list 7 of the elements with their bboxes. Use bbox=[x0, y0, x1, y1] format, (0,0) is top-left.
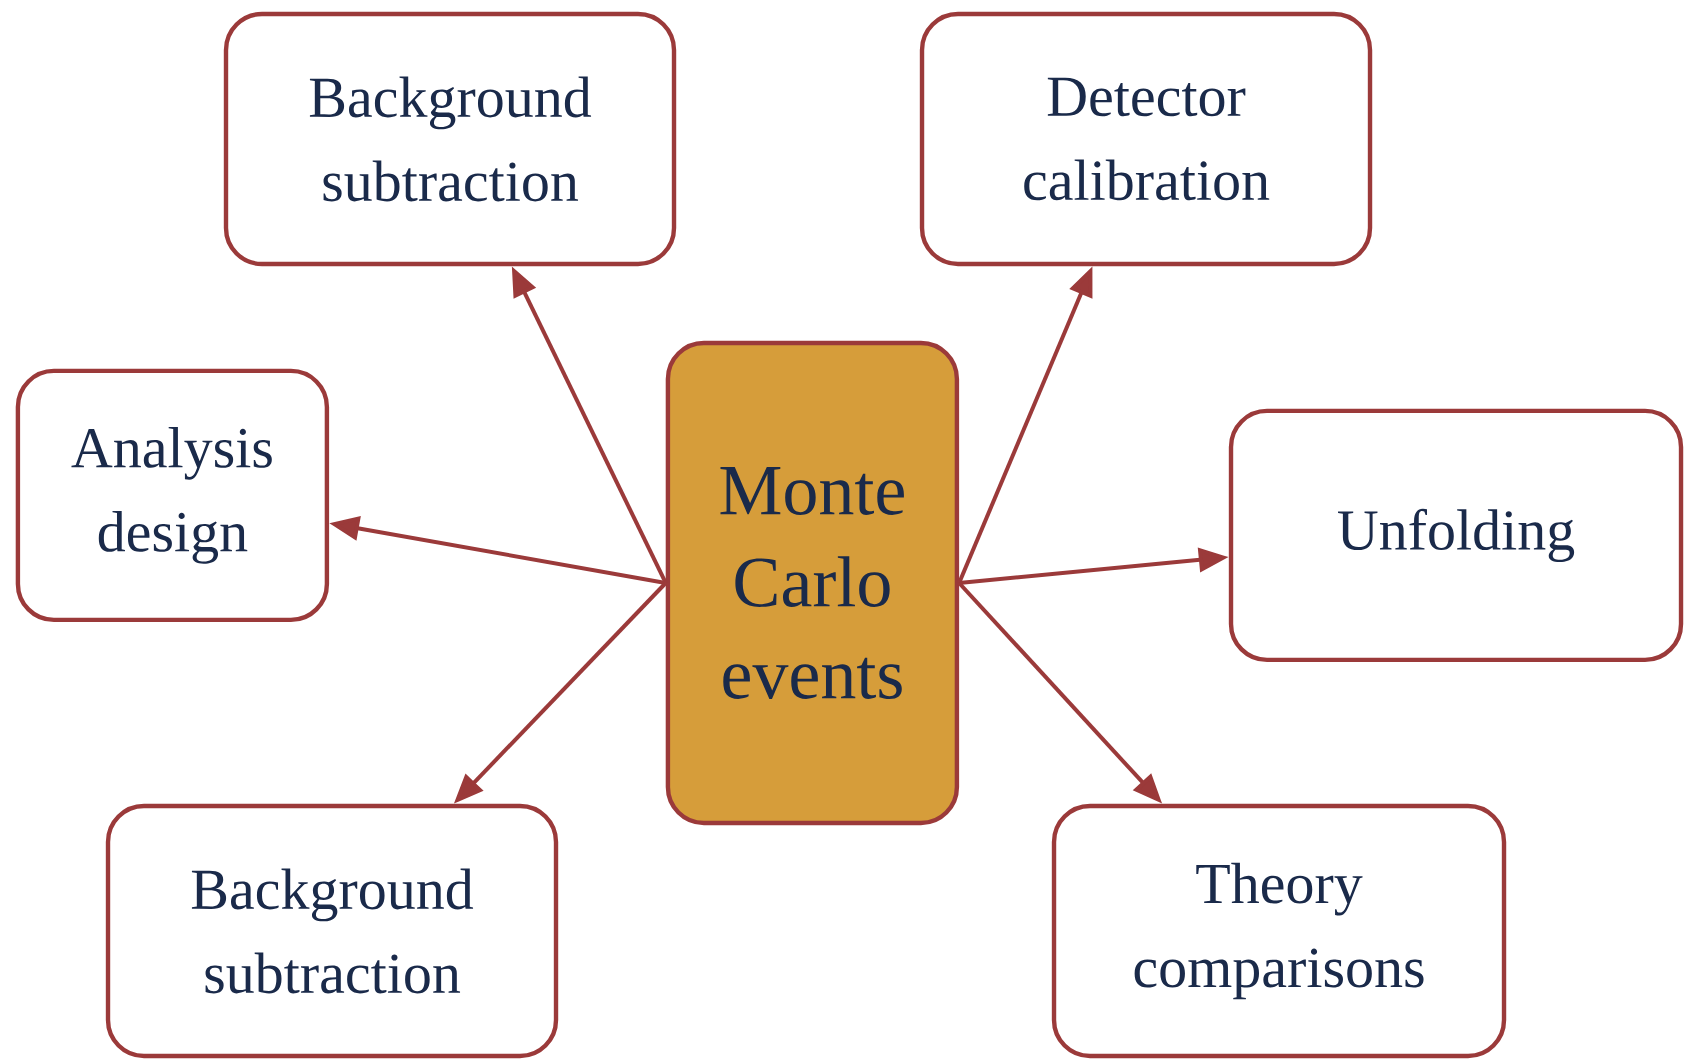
process-box: Unfolding bbox=[1228, 408, 1684, 663]
process-box: Background subtraction bbox=[223, 11, 677, 267]
process-box: Detector calibration bbox=[919, 11, 1373, 267]
hub-box: Monte Carlo events bbox=[665, 340, 960, 826]
process-box: Background subtraction bbox=[105, 803, 559, 1059]
process-box: Theory comparisons bbox=[1051, 803, 1507, 1059]
process-box: Analysis design bbox=[15, 368, 330, 623]
